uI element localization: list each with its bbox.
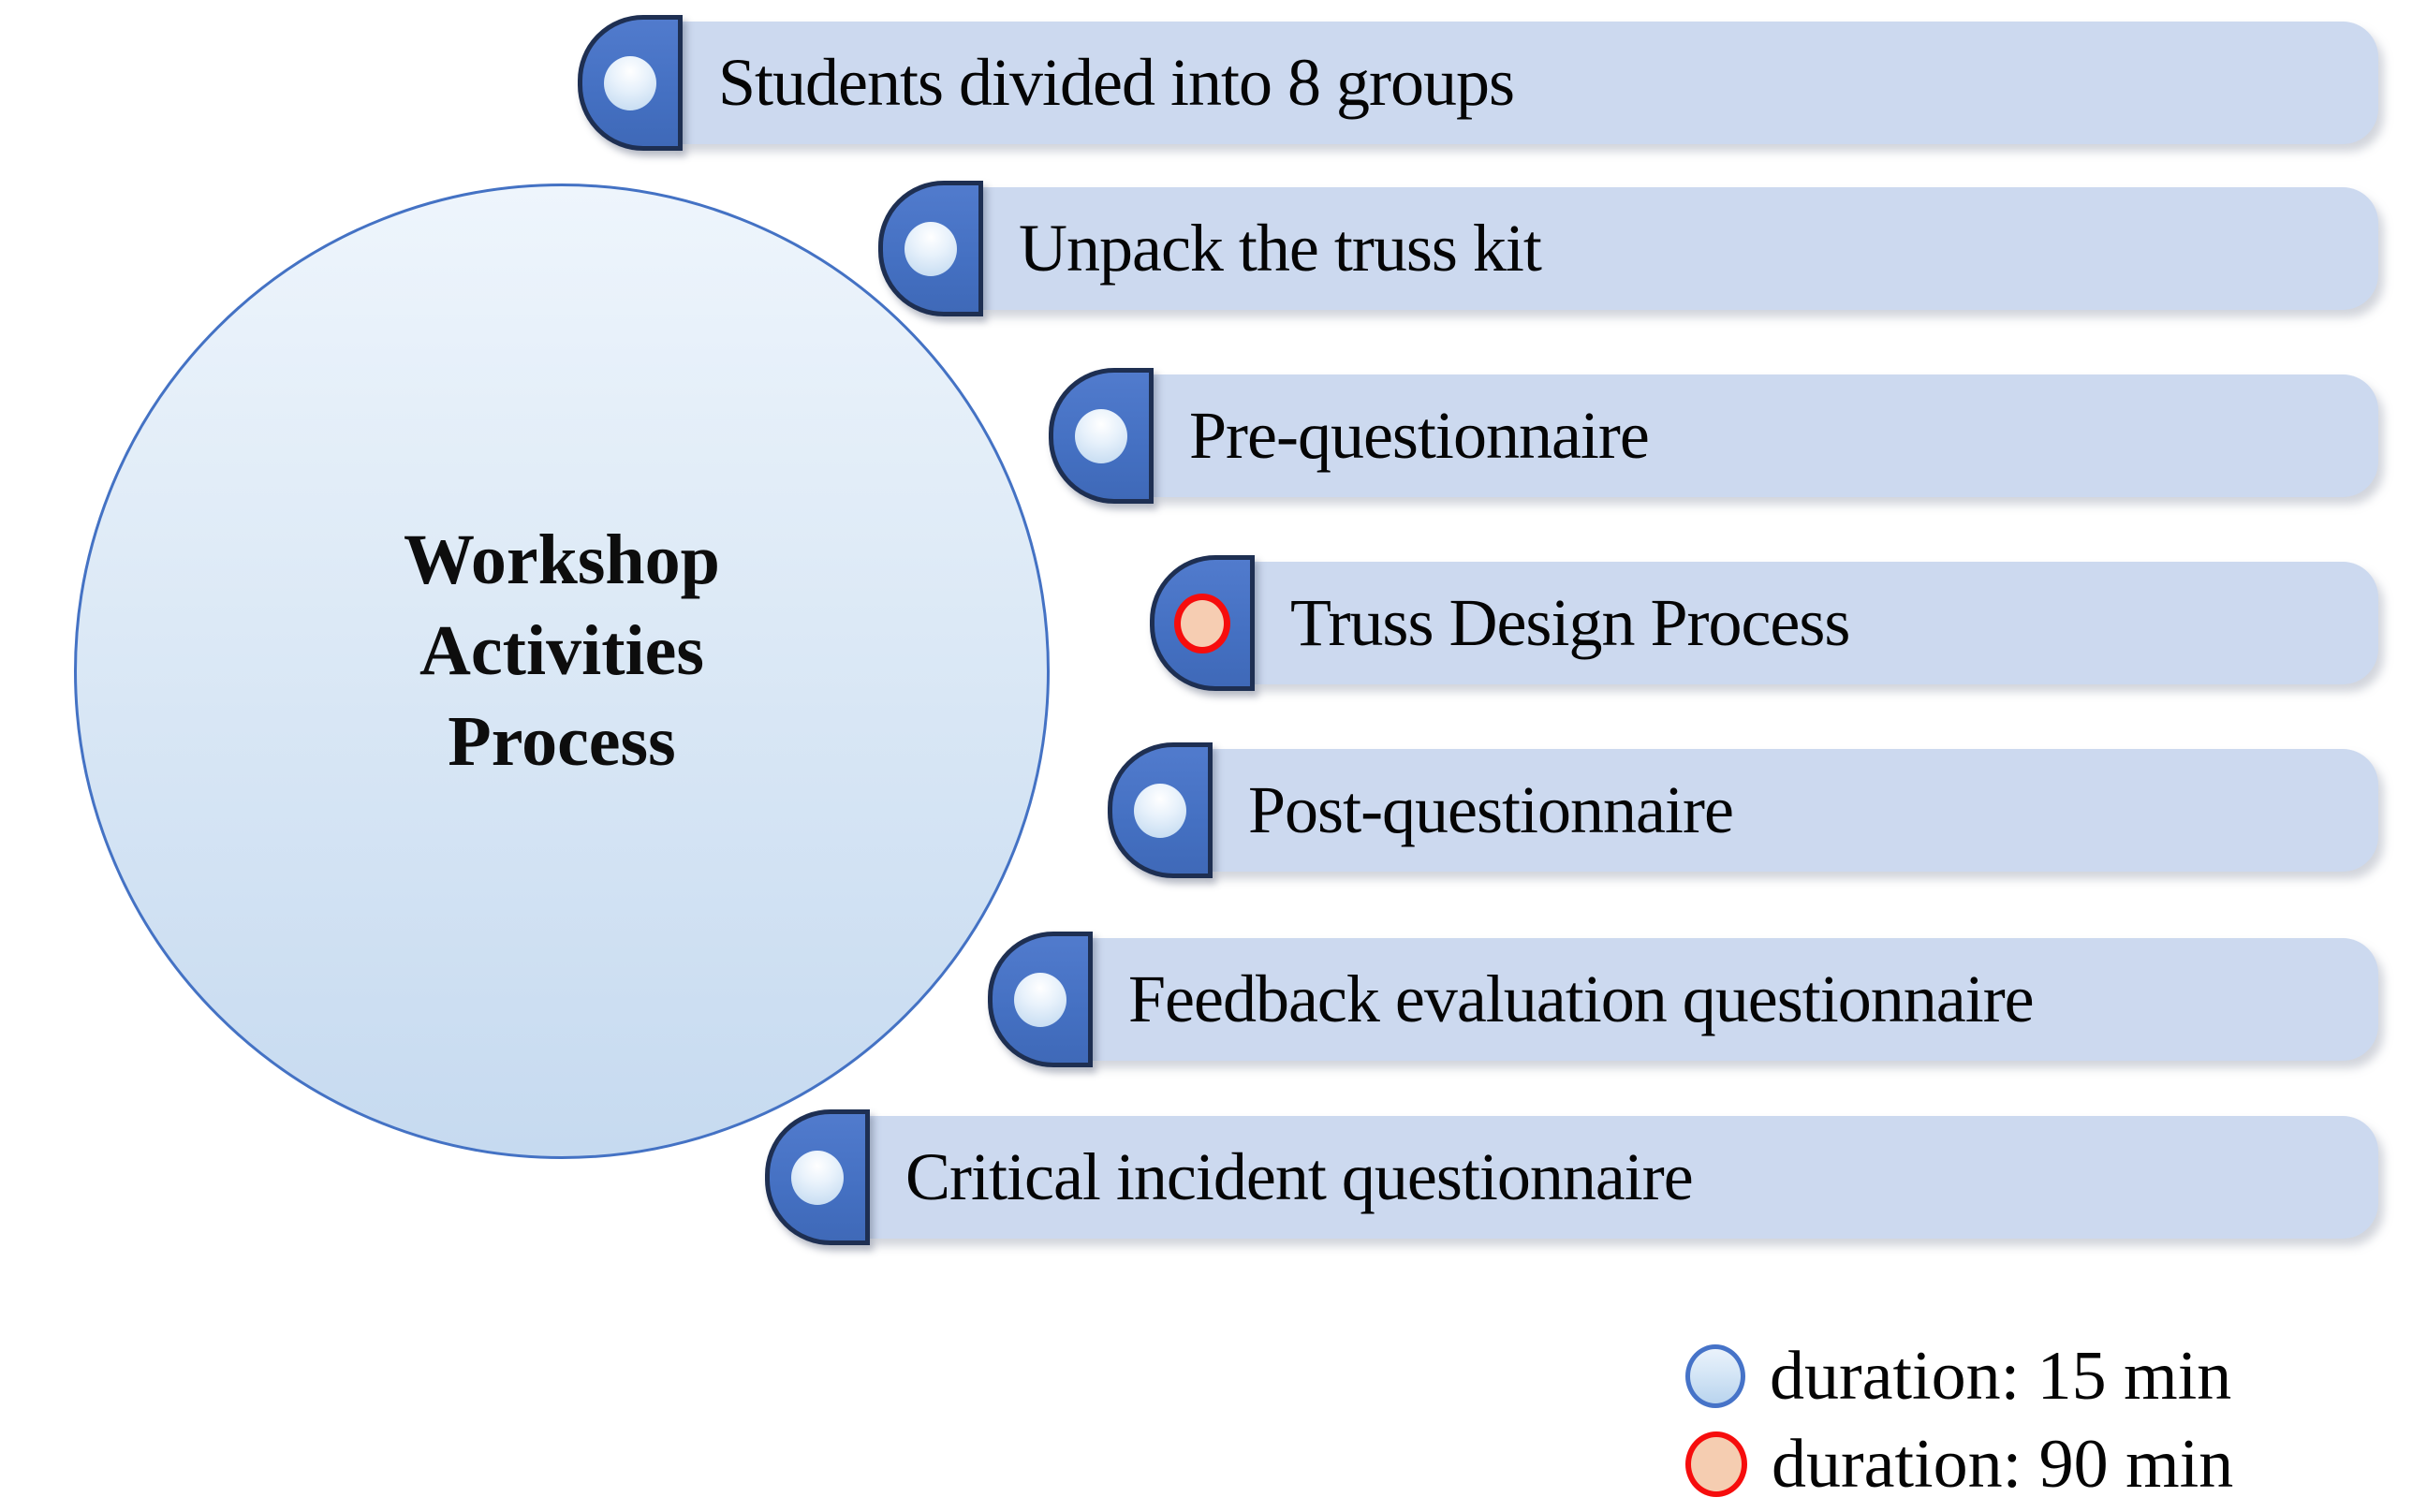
activity-label: Truss Design Process — [1290, 585, 1850, 660]
activity-row: Post-questionnaire — [1108, 742, 2378, 878]
duration-15min-marker-icon — [904, 221, 957, 276]
activity-row: Students divided into 8 groups — [578, 15, 2378, 151]
legend-item: duration: 90 min — [1685, 1425, 2234, 1503]
duration-legend: duration: 15 min duration: 90 min — [1685, 1337, 2234, 1512]
activity-marker-tab — [1049, 368, 1154, 504]
legend-label: duration: 90 min — [1772, 1425, 2234, 1503]
activity-marker-tab — [1108, 742, 1213, 878]
workshop-circle: Workshop Activities Process — [74, 183, 1050, 1159]
activity-row: Unpack the truss kit — [878, 181, 2378, 316]
duration-90min-marker-icon — [1174, 593, 1230, 653]
activity-row: Critical incident questionnaire — [765, 1109, 2378, 1245]
activity-marker-tab — [578, 15, 683, 151]
activity-bar: Students divided into 8 groups — [679, 22, 2378, 144]
duration-15min-marker-icon — [1075, 408, 1127, 463]
activity-marker-tab — [765, 1109, 870, 1245]
diagram-title: Workshop Activities Process — [404, 515, 720, 787]
activity-bar: Feedback evaluation questionnaire — [1089, 938, 2378, 1061]
activity-label: Critical incident questionnaire — [905, 1139, 1694, 1214]
activity-label: Unpack the truss kit — [1019, 211, 1542, 286]
activity-marker-tab — [988, 932, 1093, 1067]
activity-marker-tab — [878, 181, 983, 316]
activity-row: Feedback evaluation questionnaire — [988, 932, 2378, 1067]
activity-label: Students divided into 8 groups — [718, 45, 1515, 120]
duration-15min-marker-icon — [1134, 783, 1186, 838]
activity-label: Post-questionnaire — [1248, 772, 1734, 847]
activity-row: Truss Design Process — [1150, 555, 2378, 691]
duration-15min-marker-icon — [1014, 972, 1066, 1027]
title-line: Workshop — [404, 520, 720, 599]
activity-bar: Critical incident questionnaire — [866, 1116, 2378, 1239]
activity-marker-tab — [1150, 555, 1255, 691]
duration-15min-marker-icon — [604, 55, 656, 110]
activity-bar: Pre-questionnaire — [1150, 374, 2378, 497]
activity-label: Feedback evaluation questionnaire — [1128, 962, 2035, 1036]
legend-label: duration: 15 min — [1770, 1337, 2232, 1415]
activity-bar: Unpack the truss kit — [979, 187, 2378, 310]
activity-label: Pre-questionnaire — [1189, 398, 1650, 473]
legend-item: duration: 15 min — [1685, 1337, 2233, 1415]
legend-red-circle-icon — [1685, 1431, 1747, 1497]
activity-bar: Truss Design Process — [1251, 562, 2378, 684]
title-line: Process — [448, 701, 676, 781]
activity-bar: Post-questionnaire — [1209, 749, 2378, 872]
legend-blue-circle-icon — [1685, 1344, 1745, 1408]
duration-15min-marker-icon — [791, 1150, 844, 1205]
activity-row: Pre-questionnaire — [1049, 368, 2378, 504]
title-line: Activities — [419, 610, 704, 690]
